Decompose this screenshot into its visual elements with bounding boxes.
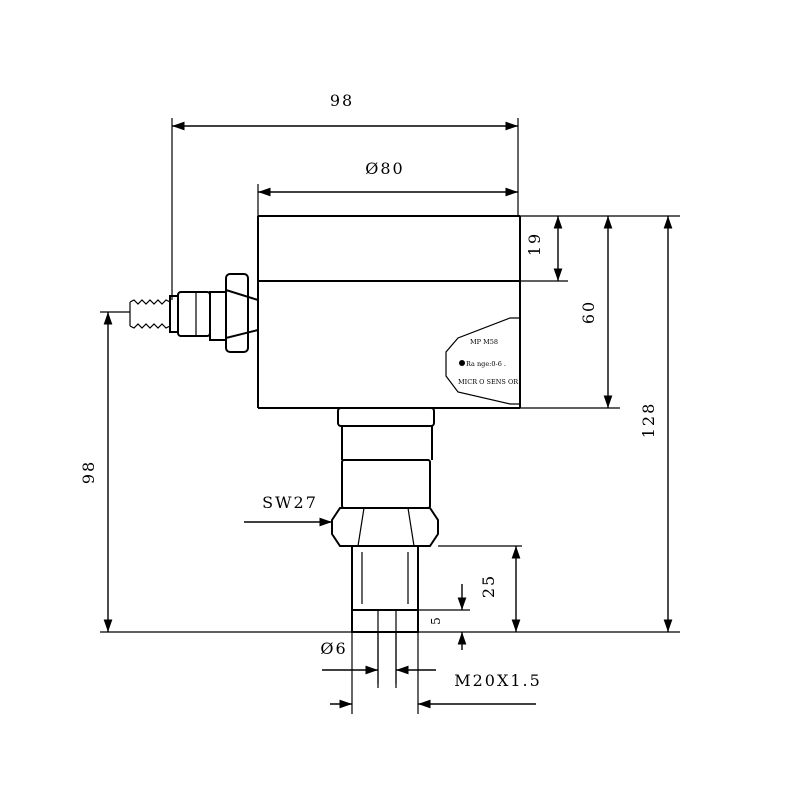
- dim-thread-length: 25: [479, 574, 498, 598]
- nameplate-line-2: Ra nge:0-6 .: [466, 360, 506, 368]
- nameplate: MP M58 Ra nge:0-6 . MICR O SENS OR: [458, 338, 519, 386]
- dim-body-diameter: Ø80: [365, 159, 404, 178]
- dim-cap-height: 19: [525, 232, 544, 256]
- nameplate-line-3: MICR O SENS OR: [458, 378, 519, 386]
- housing: [257, 215, 521, 409]
- dim-total-height: 128: [639, 402, 658, 439]
- dim-tip-step: 5: [429, 615, 443, 625]
- dim-port-diameter: Ø6: [320, 639, 347, 658]
- dim-wrench-size: SW27: [262, 493, 318, 512]
- nameplate-dot-icon: [459, 360, 465, 366]
- dim-thread-spec: M20X1.5: [454, 671, 542, 690]
- cable-connector: [129, 273, 259, 353]
- dim-overall-width: 98: [330, 91, 354, 110]
- dim-body-height: 60: [579, 300, 598, 324]
- connector-thread: [129, 299, 171, 329]
- nameplate-line-1: MP M58: [470, 338, 498, 346]
- process-connection: [331, 407, 439, 684]
- dimension-lines: [100, 118, 680, 714]
- dim-height-to-connector: 98: [79, 460, 98, 484]
